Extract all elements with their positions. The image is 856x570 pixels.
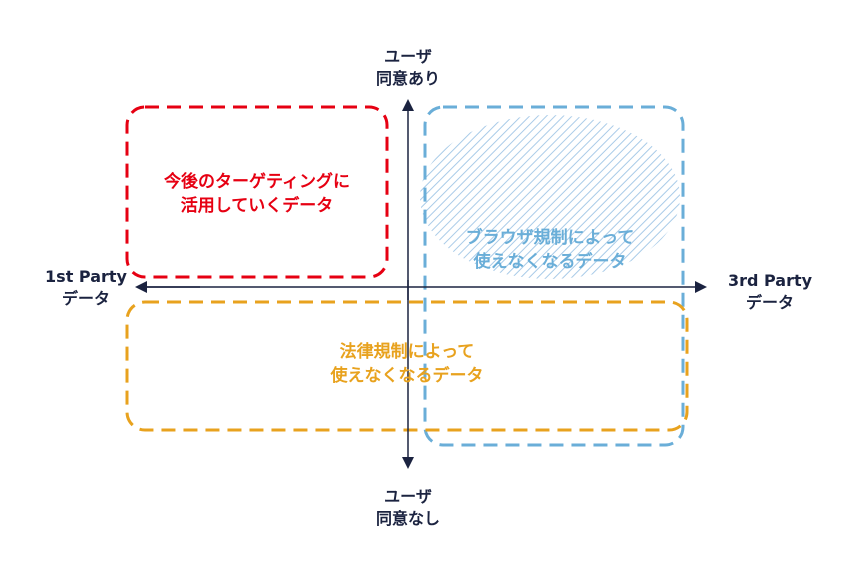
first-party-consent-label: 今後のターゲティングに 活用していくデータ <box>164 172 350 216</box>
axis-label-right: 3rd Party データ <box>727 271 813 312</box>
browser-regulated-region <box>423 105 685 447</box>
axis-label-left: 1st Party データ <box>45 267 127 308</box>
first-party-consent-region <box>125 105 389 279</box>
law-regulated-region <box>125 300 689 432</box>
law-regulated-label: 法律規制によって 使えなくなるデータ <box>330 342 484 386</box>
browser-regulated-hatch-area <box>420 115 680 279</box>
axis-label-bottom: ユーザ 同意なし <box>375 487 440 528</box>
browser-regulated-label: ブラウザ規制によって 使えなくなるデータ <box>465 228 635 272</box>
axis-label-top: ユーザ 同意あり <box>375 47 440 88</box>
